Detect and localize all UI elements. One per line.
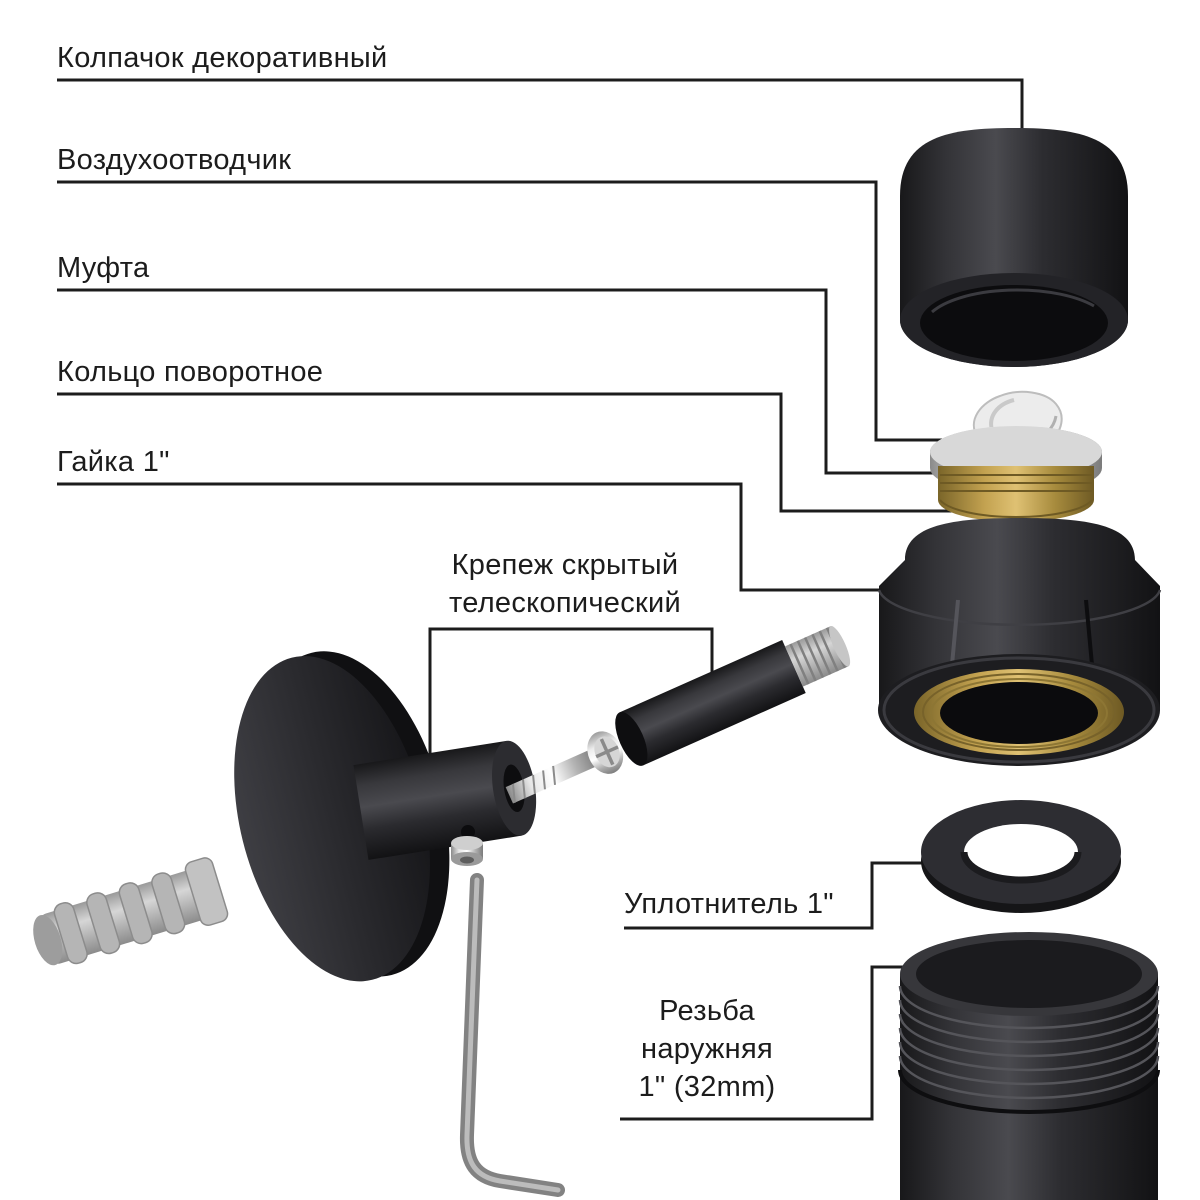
part-threaded-pipe	[898, 932, 1160, 1200]
part-wall-flange	[234, 651, 450, 982]
label-thread-line2: наружняя	[641, 1033, 773, 1065]
leader-swivel-ring	[57, 392, 1012, 513]
swivel-ring-top	[930, 426, 1102, 478]
leader-coupling	[57, 288, 1005, 475]
part-decorative-cap	[900, 128, 1128, 367]
barrel-underside-hole	[461, 825, 475, 839]
part-telescopic-rod	[615, 625, 851, 766]
label-swivel-ring: Кольцо поворотное	[57, 356, 324, 388]
label-seal: Уплотнитель 1"	[624, 888, 834, 920]
part-set-screw	[451, 836, 483, 866]
part-wall-dowel	[33, 857, 229, 966]
part-seal-ring	[921, 800, 1121, 913]
label-thread: Резьба наружняя 1" (32mm)	[612, 992, 802, 1106]
label-coupling: Муфта	[57, 252, 150, 284]
part-nut	[877, 518, 1162, 766]
phillips-cross-icon	[595, 738, 619, 766]
label-fastener: Крепеж скрытый телескопический	[415, 546, 715, 622]
leader-fastener	[428, 627, 714, 784]
leader-air-vent	[57, 180, 990, 442]
label-thread-line1: Резьба	[659, 995, 755, 1027]
label-thread-line3: 1" (32mm)	[638, 1071, 776, 1103]
part-allen-key	[459, 873, 565, 1197]
label-fastener-line1: Крепеж скрытый	[451, 549, 679, 581]
label-air-vent: Воздухоотводчик	[57, 144, 292, 176]
label-fastener-line2: телескопический	[448, 587, 682, 619]
label-decorative-cap: Колпачок декоративный	[57, 42, 388, 74]
label-nut: Гайка 1"	[57, 446, 170, 478]
leader-nut	[57, 482, 1003, 592]
part-coupling-assembly	[930, 426, 1102, 522]
coupling-brass	[938, 466, 1094, 522]
part-screw	[505, 731, 624, 804]
leader-seal	[624, 861, 947, 930]
